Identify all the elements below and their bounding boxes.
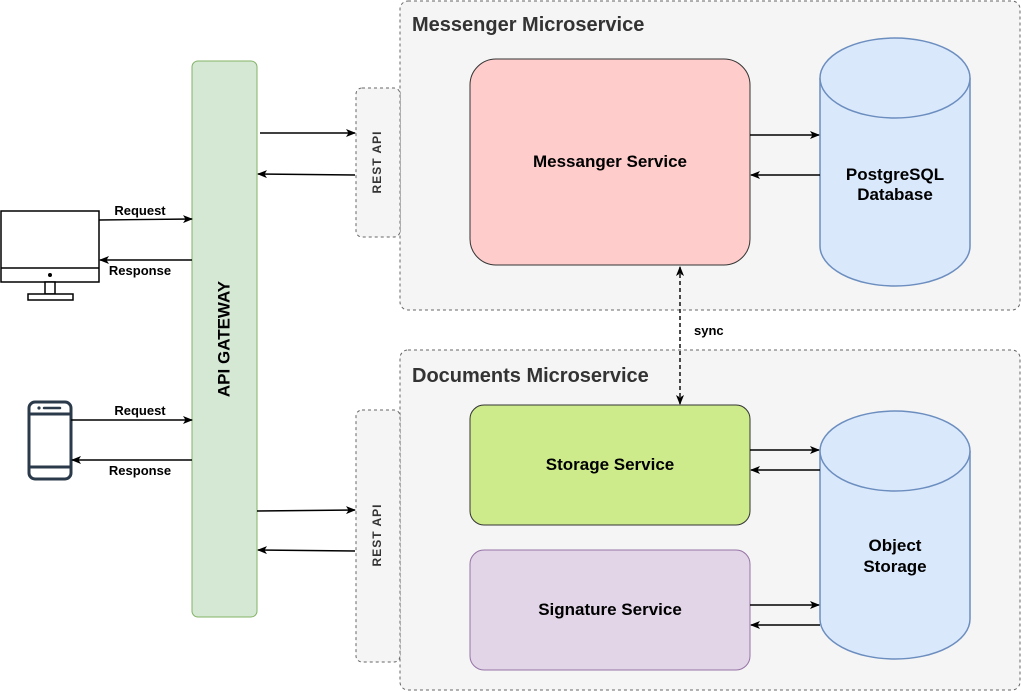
desktop-response-label: Response — [109, 263, 171, 278]
gateway-to-rest-bottom-connector[interactable] — [256, 506, 356, 515]
rest-bottom-to-gateway-connector[interactable] — [257, 546, 356, 555]
object-storage-label-line2: Storage — [863, 557, 926, 576]
storage-service[interactable]: Storage Service — [469, 404, 751, 526]
desktop-icon — [0, 210, 100, 301]
postgres-label-line1: PostgreSQL — [846, 165, 944, 184]
postgres-label-line2: Database — [857, 185, 933, 204]
desktop-request-label: Request — [114, 203, 166, 218]
object-storage-label-line1: Object — [869, 536, 922, 555]
rest-api-bottom[interactable]: REST API — [355, 409, 401, 663]
storage-service-label: Storage Service — [546, 455, 675, 474]
rest-api-top[interactable]: REST API — [355, 87, 401, 238]
messenger-service-label: Messanger Service — [533, 152, 687, 171]
api-gateway-label: API GATEWAY — [214, 280, 233, 397]
object-storage[interactable]: Object Storage — [819, 410, 971, 660]
rest-api-bottom-label: REST API — [370, 504, 384, 567]
api-gateway[interactable]: API GATEWAY — [191, 60, 258, 618]
sync-label: sync — [694, 323, 724, 338]
postgresql-database[interactable]: PostgreSQL Database — [819, 37, 971, 287]
rest-api-top-label: REST API — [370, 131, 384, 194]
messenger-service[interactable]: Messanger Service — [469, 58, 751, 266]
signature-service-label: Signature Service — [538, 600, 682, 619]
messenger-group-title: Messenger Microservice — [412, 14, 644, 36]
desktop-request-connector[interactable] — [98, 215, 193, 224]
mobile-request-label: Request — [114, 403, 166, 418]
mobile-phone-icon — [27, 400, 73, 481]
rest-top-to-gateway-connector[interactable] — [257, 170, 356, 179]
signature-service[interactable]: Signature Service — [469, 549, 751, 671]
mobile-response-label: Response — [109, 463, 171, 478]
documents-group-title: Documents Microservice — [412, 365, 649, 387]
